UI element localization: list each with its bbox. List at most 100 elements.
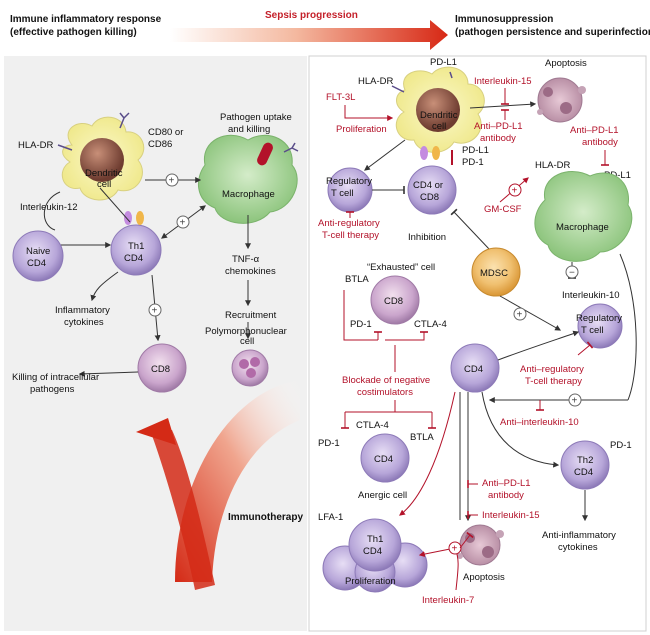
plus-glyph: + — [180, 218, 186, 229]
left-macrophage-label: Macrophage — [222, 189, 275, 200]
left-cd8-label: CD8 — [151, 364, 170, 375]
right-proliferation-top: Proliferation — [336, 124, 387, 135]
right-il15-bottom: Interleukin-15 — [482, 510, 540, 521]
right-anti-pdl1-c1: Anti–PD-L1 — [482, 478, 531, 489]
right-th1-line2: CD4 — [363, 546, 382, 557]
right-treg-line2: T cell — [331, 188, 354, 199]
macrophage-return-curve — [619, 253, 637, 401]
dc-il12-curve — [43, 191, 61, 231]
th1-to-cytokines-arrow — [90, 271, 119, 302]
cd4cd8-line1: CD4 or — [413, 180, 443, 191]
left-th1-cd4-cell: Th1 CD4 — [110, 211, 162, 276]
blockade-connector-bottom — [344, 400, 433, 424]
right-pd-1-an: PD-1 — [318, 438, 340, 449]
plus-icon — [148, 303, 162, 317]
right-anti-pdl1-b2: antibody — [582, 137, 618, 148]
right-antiinflam-line1: Anti-inflammatory — [542, 530, 616, 541]
right-il7: Interleukin-7 — [422, 595, 474, 606]
right-blockade-line2: costimulators — [357, 387, 413, 398]
right-exhausted: “Exhausted” cell — [367, 262, 435, 273]
right-treg2-line1: Regulatory — [576, 313, 622, 324]
right-anti-il10: Anti–interleukin-10 — [500, 417, 579, 428]
anti-reg2-inhibit-marker — [577, 341, 594, 356]
th2-line2: CD4 — [574, 467, 593, 478]
left-th1-line2: CD4 — [124, 253, 143, 264]
th2-cd4-cell: Th2 CD4 — [560, 440, 610, 490]
right-il10: Interleukin-10 — [562, 290, 620, 301]
left-hla-dr: HLA-DR — [18, 140, 54, 151]
left-dendritic-cell: Dendritic cell — [61, 116, 145, 201]
mdsc-to-treg-arrow — [499, 295, 562, 331]
mdsc-cell: MDSC — [471, 247, 521, 297]
right-anti-reg2-line2: T-cell therapy — [525, 376, 582, 387]
header-right-line1: Immunosuppression — [455, 14, 553, 25]
pdl1-receptor-icon — [449, 71, 453, 79]
header-center: Sepsis progression — [265, 10, 358, 21]
right-pd-l1-top: PD-L1 — [430, 57, 457, 68]
plus-icon — [568, 393, 582, 407]
right-anti-pdl1-c2: antibody — [488, 490, 524, 501]
right-gmcsf: GM-CSF — [484, 204, 522, 215]
right-dendritic-label1: Dendritic — [420, 110, 458, 121]
right-hla-dr-2: HLA-DR — [535, 160, 571, 171]
plus-glyph: + — [572, 396, 578, 407]
right-apoptosis-bottom: Apoptosis — [463, 572, 505, 583]
btla-blockade-line — [343, 290, 378, 341]
cd4-to-th2-arrow — [481, 391, 560, 468]
dc-to-treg-arrow — [364, 139, 406, 171]
right-anti-reg2-line1: Anti–regulatory — [520, 364, 584, 375]
left-cd80-receptor-icon — [119, 112, 130, 129]
left-pathogen-line1: Pathogen uptake — [220, 112, 292, 123]
header: Immune inflammatory response (effective … — [10, 10, 650, 50]
left-killing-line1: Killing of intracellular — [12, 372, 99, 383]
right-th1-proliferation-cluster: Th1 CD4 — [322, 518, 428, 593]
right-mdsc-label: MDSC — [480, 268, 508, 279]
plus-icon — [176, 215, 190, 229]
dc-to-th1-link — [99, 187, 131, 223]
immunotherapy-arrow-body — [175, 380, 300, 582]
right-lfa1: LFA-1 — [318, 512, 343, 523]
left-cd80-line2: CD86 — [148, 139, 172, 150]
plus-icon — [448, 541, 462, 555]
naive-cd4-cell: Naive CD4 — [12, 230, 64, 282]
naive-line1: Naive — [26, 246, 50, 257]
right-hla-receptor-icon — [391, 85, 405, 93]
left-tnf-line1: TNF-α — [232, 254, 260, 265]
right-pd-1-ex: PD-1 — [350, 319, 372, 330]
right-treg2-line2: T cell — [581, 325, 604, 336]
right-cd4-an-label: CD4 — [374, 454, 393, 465]
right-cd8-label: CD8 — [384, 296, 403, 307]
th2-line1: Th2 — [577, 455, 593, 466]
left-dendritic-label1: Dendritic — [85, 168, 123, 179]
left-cd80-line1: CD80 or — [148, 127, 183, 138]
exhausted-cd8-cell: CD8 — [370, 275, 420, 325]
header-left-line2: (effective pathogen killing) — [10, 27, 137, 38]
left-recruitment: Recruitment — [225, 310, 277, 321]
right-btla-an: BTLA — [410, 432, 434, 443]
plus-icon — [165, 173, 179, 187]
right-anti-reg-line1: Anti-regulatory — [318, 218, 380, 229]
right-apoptosis-top: Apoptosis — [545, 58, 587, 69]
right-pd-l1-right: PD-L1 — [604, 170, 631, 181]
left-pmn-line2: cell — [240, 336, 254, 347]
right-cd4-label: CD4 — [464, 364, 483, 375]
plus-glyph: + — [452, 544, 458, 555]
left-killing-line2: pathogens — [30, 384, 75, 395]
flt3l-arrow — [344, 105, 394, 121]
right-anti-pdl1-a1: Anti–PD-L1 — [474, 121, 523, 132]
tcr-receptor-icon — [124, 211, 132, 225]
tcr-receptor-icon — [420, 146, 428, 160]
cd4-to-th1-arrow — [399, 391, 456, 516]
left-il12: Interleukin-12 — [20, 202, 78, 213]
left-dendritic-label2: cell — [97, 179, 111, 190]
cd8-to-killing-arrow — [78, 370, 139, 377]
plus-icon — [513, 307, 527, 321]
right-antiinflam-line2: cytokines — [558, 542, 598, 553]
left-hla-receptor-icon — [57, 144, 73, 151]
left-pathogen-line2: and killing — [228, 124, 270, 135]
right-btla: BTLA — [345, 274, 369, 285]
right-pd-1-th2: PD-1 — [610, 440, 632, 451]
right-anti-pdl1-b1: Anti–PD-L1 — [570, 125, 619, 136]
left-th1-line1: Th1 — [128, 241, 144, 252]
